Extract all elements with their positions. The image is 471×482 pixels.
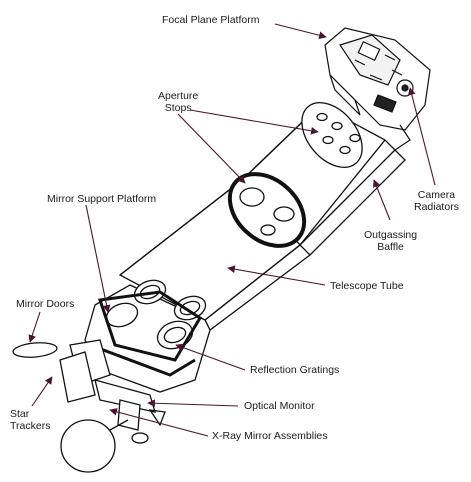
label-aperture-stops-line2: Stops (164, 102, 192, 114)
mirror-door (12, 342, 58, 358)
label-mirror-support-platform: Mirror Support Platform (47, 193, 157, 205)
aperture-stop-lower (227, 172, 307, 248)
label-focal-plane-platform: Focal Plane Platform (162, 14, 260, 26)
label-optical-monitor: Optical Monitor (244, 400, 315, 412)
aperture-stop-upper (301, 102, 363, 168)
label-telescope-tube: Telescope Tube (330, 280, 404, 292)
label-mirror-doors: Mirror Doors (16, 298, 75, 310)
label-camera-radiators-line1: Camera (417, 189, 456, 201)
label-aperture-stops-line1: Aperture (158, 90, 199, 102)
label-aperture-stops: Aperture Stops (158, 90, 198, 114)
focal-plane-assembly (324, 27, 431, 151)
label-camera-radiators-line2: Radiators (414, 201, 459, 213)
mirror-module-cluster (59, 279, 211, 431)
label-outgassing-baffle-line2: Baffle (377, 241, 404, 253)
label-xray-mirror-assemblies: X-Ray Mirror Assemblies (212, 430, 328, 442)
lower-door (60, 419, 149, 473)
label-star-trackers-line2: Trackers (10, 420, 51, 432)
label-outgassing-baffle: Outgassing Baffle (364, 229, 417, 253)
label-star-trackers: Star Trackers (10, 408, 50, 432)
label-camera-radiators: Camera Radiators (414, 189, 459, 213)
label-reflection-gratings: Reflection Gratings (250, 364, 340, 376)
label-outgassing-baffle-line1: Outgassing (364, 229, 418, 241)
label-star-trackers-line1: Star (10, 408, 30, 420)
leader-lines (28, 23, 436, 437)
